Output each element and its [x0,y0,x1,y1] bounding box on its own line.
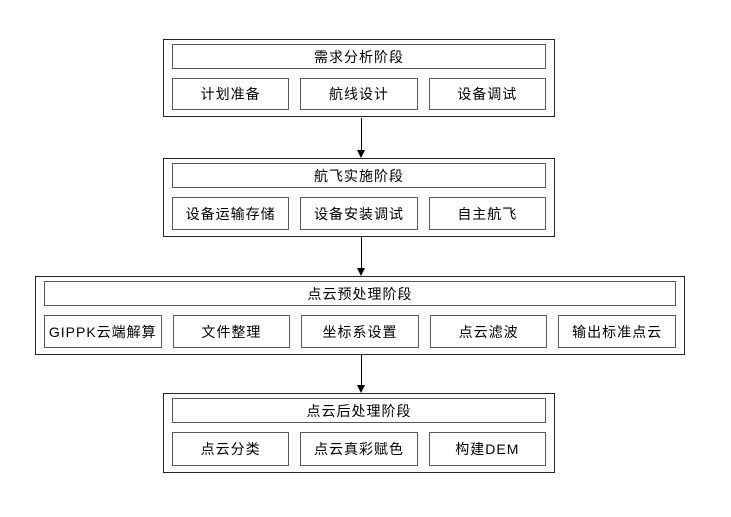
step-box: 构建DEM [428,432,546,466]
stage-flight-implementation: 航飞实施阶段 设备运输存储 设备安装调试 自主航飞 [163,158,555,237]
step-box: 坐标系设置 [301,315,419,348]
step-box: 计划准备 [172,78,290,110]
step-box: 输出标准点云 [558,315,676,348]
step-box: GIPPK云端解算 [44,315,162,348]
arrow-head [357,268,365,276]
step-row: 点云分类 点云真彩赋色 构建DEM [172,432,546,466]
arrow-line [361,118,362,152]
stage-pointcloud-postprocessing: 点云后处理阶段 点云分类 点云真彩赋色 构建DEM [163,393,555,473]
step-box: 点云分类 [172,432,290,466]
arrow-head [357,150,365,158]
flow-arrow-down-icon [357,355,366,393]
flow-arrow-down-icon [357,118,366,158]
stage-demand-analysis: 需求分析阶段 计划准备 航线设计 设备调试 [163,39,555,117]
stage-title: 点云预处理阶段 [44,281,676,306]
step-box: 点云滤波 [429,315,548,348]
stage-title: 航飞实施阶段 [172,163,546,188]
arrow-line [361,355,362,387]
stage-title: 点云后处理阶段 [172,398,546,423]
step-box: 设备调试 [428,78,546,110]
arrow-line [361,237,362,270]
step-box: 自主航飞 [428,197,546,230]
step-row: 设备运输存储 设备安装调试 自主航飞 [172,197,546,230]
step-row: 计划准备 航线设计 设备调试 [172,78,546,110]
flow-arrow-down-icon [357,237,366,276]
step-box: 航线设计 [300,78,418,110]
stage-title: 需求分析阶段 [172,44,546,69]
step-box: 点云真彩赋色 [300,432,418,466]
stage-pointcloud-preprocessing: 点云预处理阶段 GIPPK云端解算 文件整理 坐标系设置 点云滤波 输出标准点云 [35,276,685,355]
step-row: GIPPK云端解算 文件整理 坐标系设置 点云滤波 输出标准点云 [44,315,676,348]
step-box: 设备安装调试 [300,197,418,230]
step-box: 设备运输存储 [172,197,290,230]
step-box: 文件整理 [172,315,291,348]
arrow-head [357,385,365,393]
